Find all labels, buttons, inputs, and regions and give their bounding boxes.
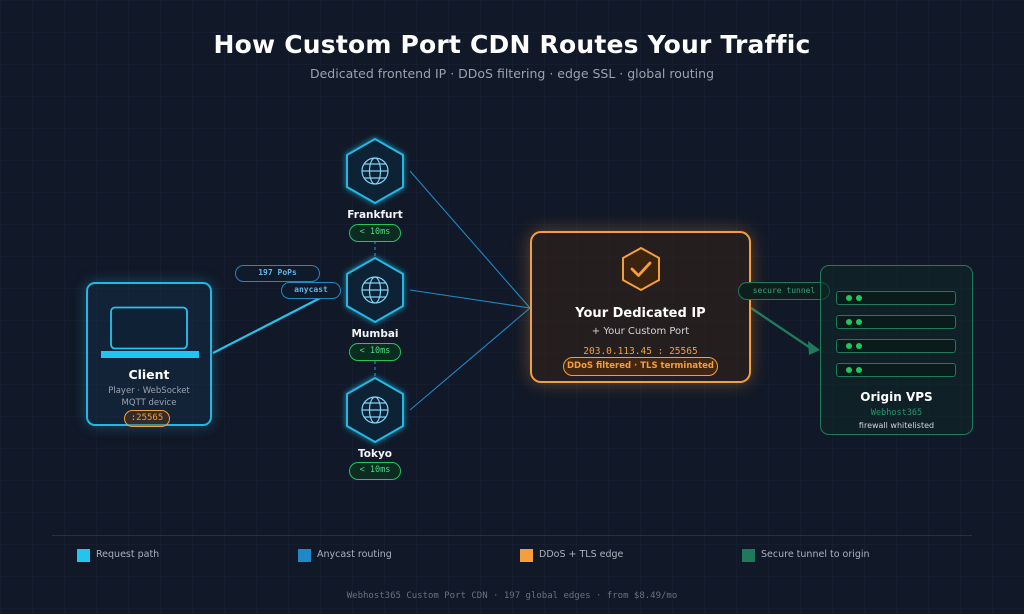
client-port-badge: :25565 <box>124 410 170 427</box>
legend-swatch-anycast <box>298 549 311 562</box>
diagram-title: How Custom Port CDN Routes Your Traffic <box>213 30 811 59</box>
server-rack-icon <box>836 339 956 353</box>
legend-label-request: Request path <box>96 549 160 560</box>
pop-name-tokyo: Tokyo <box>357 448 393 460</box>
server-rack-icon <box>836 291 956 305</box>
server-rack-icon <box>836 363 956 377</box>
pop-name-frankfurt: Frankfurt <box>347 209 403 221</box>
legend-label-edge: DDoS + TLS edge <box>539 549 624 560</box>
legend-label-anycast: Anycast routing <box>317 549 392 560</box>
origin-host: Webhost365 <box>870 408 923 418</box>
anycast-line-tokyo <box>409 307 531 411</box>
edge-protection-badge: DDoS filtered · TLS terminated <box>563 357 718 376</box>
client-title: Client <box>128 367 170 382</box>
anycast-line-mumbai <box>409 289 531 309</box>
dedicated-ip-title: Your Dedicated IP <box>575 306 706 321</box>
origin-note: firewall whitelisted <box>858 421 935 430</box>
secure-tunnel-pill: secure tunnel <box>738 282 830 300</box>
anycast-line-frankfurt <box>409 170 531 309</box>
request-path-line <box>212 294 327 354</box>
globe-icon <box>361 396 389 424</box>
secure-tunnel-line <box>750 307 813 350</box>
footer-text: Webhost365 Custom Port CDN · 197 global … <box>346 591 678 601</box>
globe-icon <box>361 276 389 304</box>
client-description: Player · WebSocket <box>108 386 190 396</box>
globe-icon <box>361 157 389 185</box>
latency-badge-tokyo: < 10ms <box>349 462 401 480</box>
origin-title: Origin VPS <box>860 390 933 404</box>
laptop-icon <box>101 306 199 358</box>
legend-divider <box>52 535 972 536</box>
latency-badge-frankfurt: < 10ms <box>349 224 401 242</box>
diagram-subtitle: Dedicated frontend IP · DDoS filtering ·… <box>309 66 715 81</box>
pop-name-mumbai: Mumbai <box>351 328 399 340</box>
shield-check-icon <box>622 246 660 292</box>
legend-swatch-request <box>77 549 90 562</box>
dedicated-ip-subtitle: + Your Custom Port <box>591 326 690 337</box>
client-description-device: MQTT device <box>121 398 177 408</box>
anycast-pill: anycast <box>281 282 341 299</box>
tunnel-arrow-icon <box>808 341 820 355</box>
server-rack-icon <box>836 315 956 329</box>
latency-badge-mumbai: < 10ms <box>349 343 401 361</box>
legend-swatch-edge <box>520 549 533 562</box>
pops-count-pill: 197 PoPs <box>235 265 320 282</box>
legend-swatch-tunnel <box>742 549 755 562</box>
legend-label-tunnel: Secure tunnel to origin <box>761 549 870 560</box>
dedicated-ip-address: 203.0.113.45 : 25565 <box>583 346 698 357</box>
